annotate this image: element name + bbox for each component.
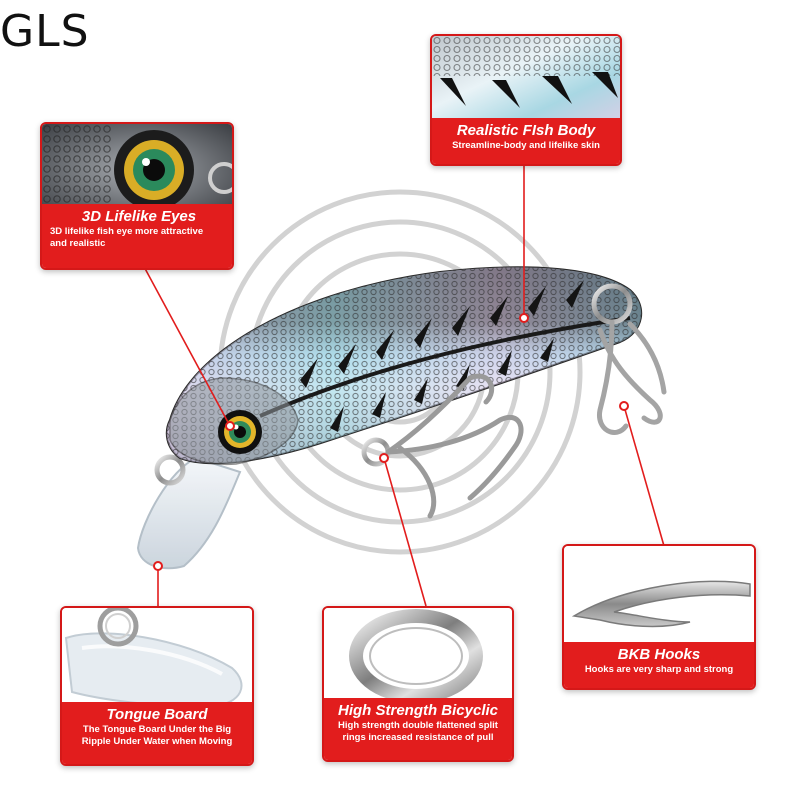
hook-point-icon — [564, 546, 754, 654]
callout-fish-body: Realistic FIsh Body Streamline-body and … — [430, 34, 622, 166]
callout-desc-line1: High strength double flattened split — [338, 720, 498, 731]
callout-title: Tongue Board — [106, 706, 208, 723]
callout-title: BKB Hooks — [617, 646, 701, 663]
treble-hook-tail — [591, 283, 667, 435]
fish-eye-closeup — [42, 124, 232, 216]
scale-pattern-icon — [432, 36, 620, 126]
callout-desc: Hooks are very sharp and strong — [584, 664, 734, 675]
tongue-board-icon — [136, 456, 242, 570]
callout-desc-line1: The Tongue Board Under the Big — [82, 724, 232, 735]
callout-desc: Streamline-body and lifelike skin — [452, 140, 600, 151]
callout-desc-line2: rings increased resistance of pull — [342, 732, 494, 743]
treble-hook-icon — [361, 373, 524, 519]
callout-title: Realistic FIsh Body — [456, 122, 596, 139]
callout-desc-line1: 3D lifelike fish eye more attractive — [50, 226, 204, 237]
callout-bkb-hooks: BKB Hooks Hooks are very sharp and stron… — [562, 544, 756, 690]
split-ring-icon — [324, 608, 512, 710]
callout-title: 3D Lifelike Eyes — [81, 208, 197, 225]
callout-eyes: 3D Lifelike Eyes 3D lifelike fish eye mo… — [40, 122, 234, 270]
callout-split-ring: High Strength Bicyclic High strength dou… — [322, 606, 514, 762]
callout-title: High Strength Bicyclic — [337, 702, 499, 719]
brand-logo: GLS — [0, 6, 90, 57]
callout-desc-line2: Ripple Under Water when Moving — [81, 736, 233, 747]
callout-desc-line2: and realistic — [50, 238, 106, 249]
tongue-board-closeup — [62, 608, 252, 712]
callout-tongue-board: Tongue Board The Tongue Board Under the … — [60, 606, 254, 766]
